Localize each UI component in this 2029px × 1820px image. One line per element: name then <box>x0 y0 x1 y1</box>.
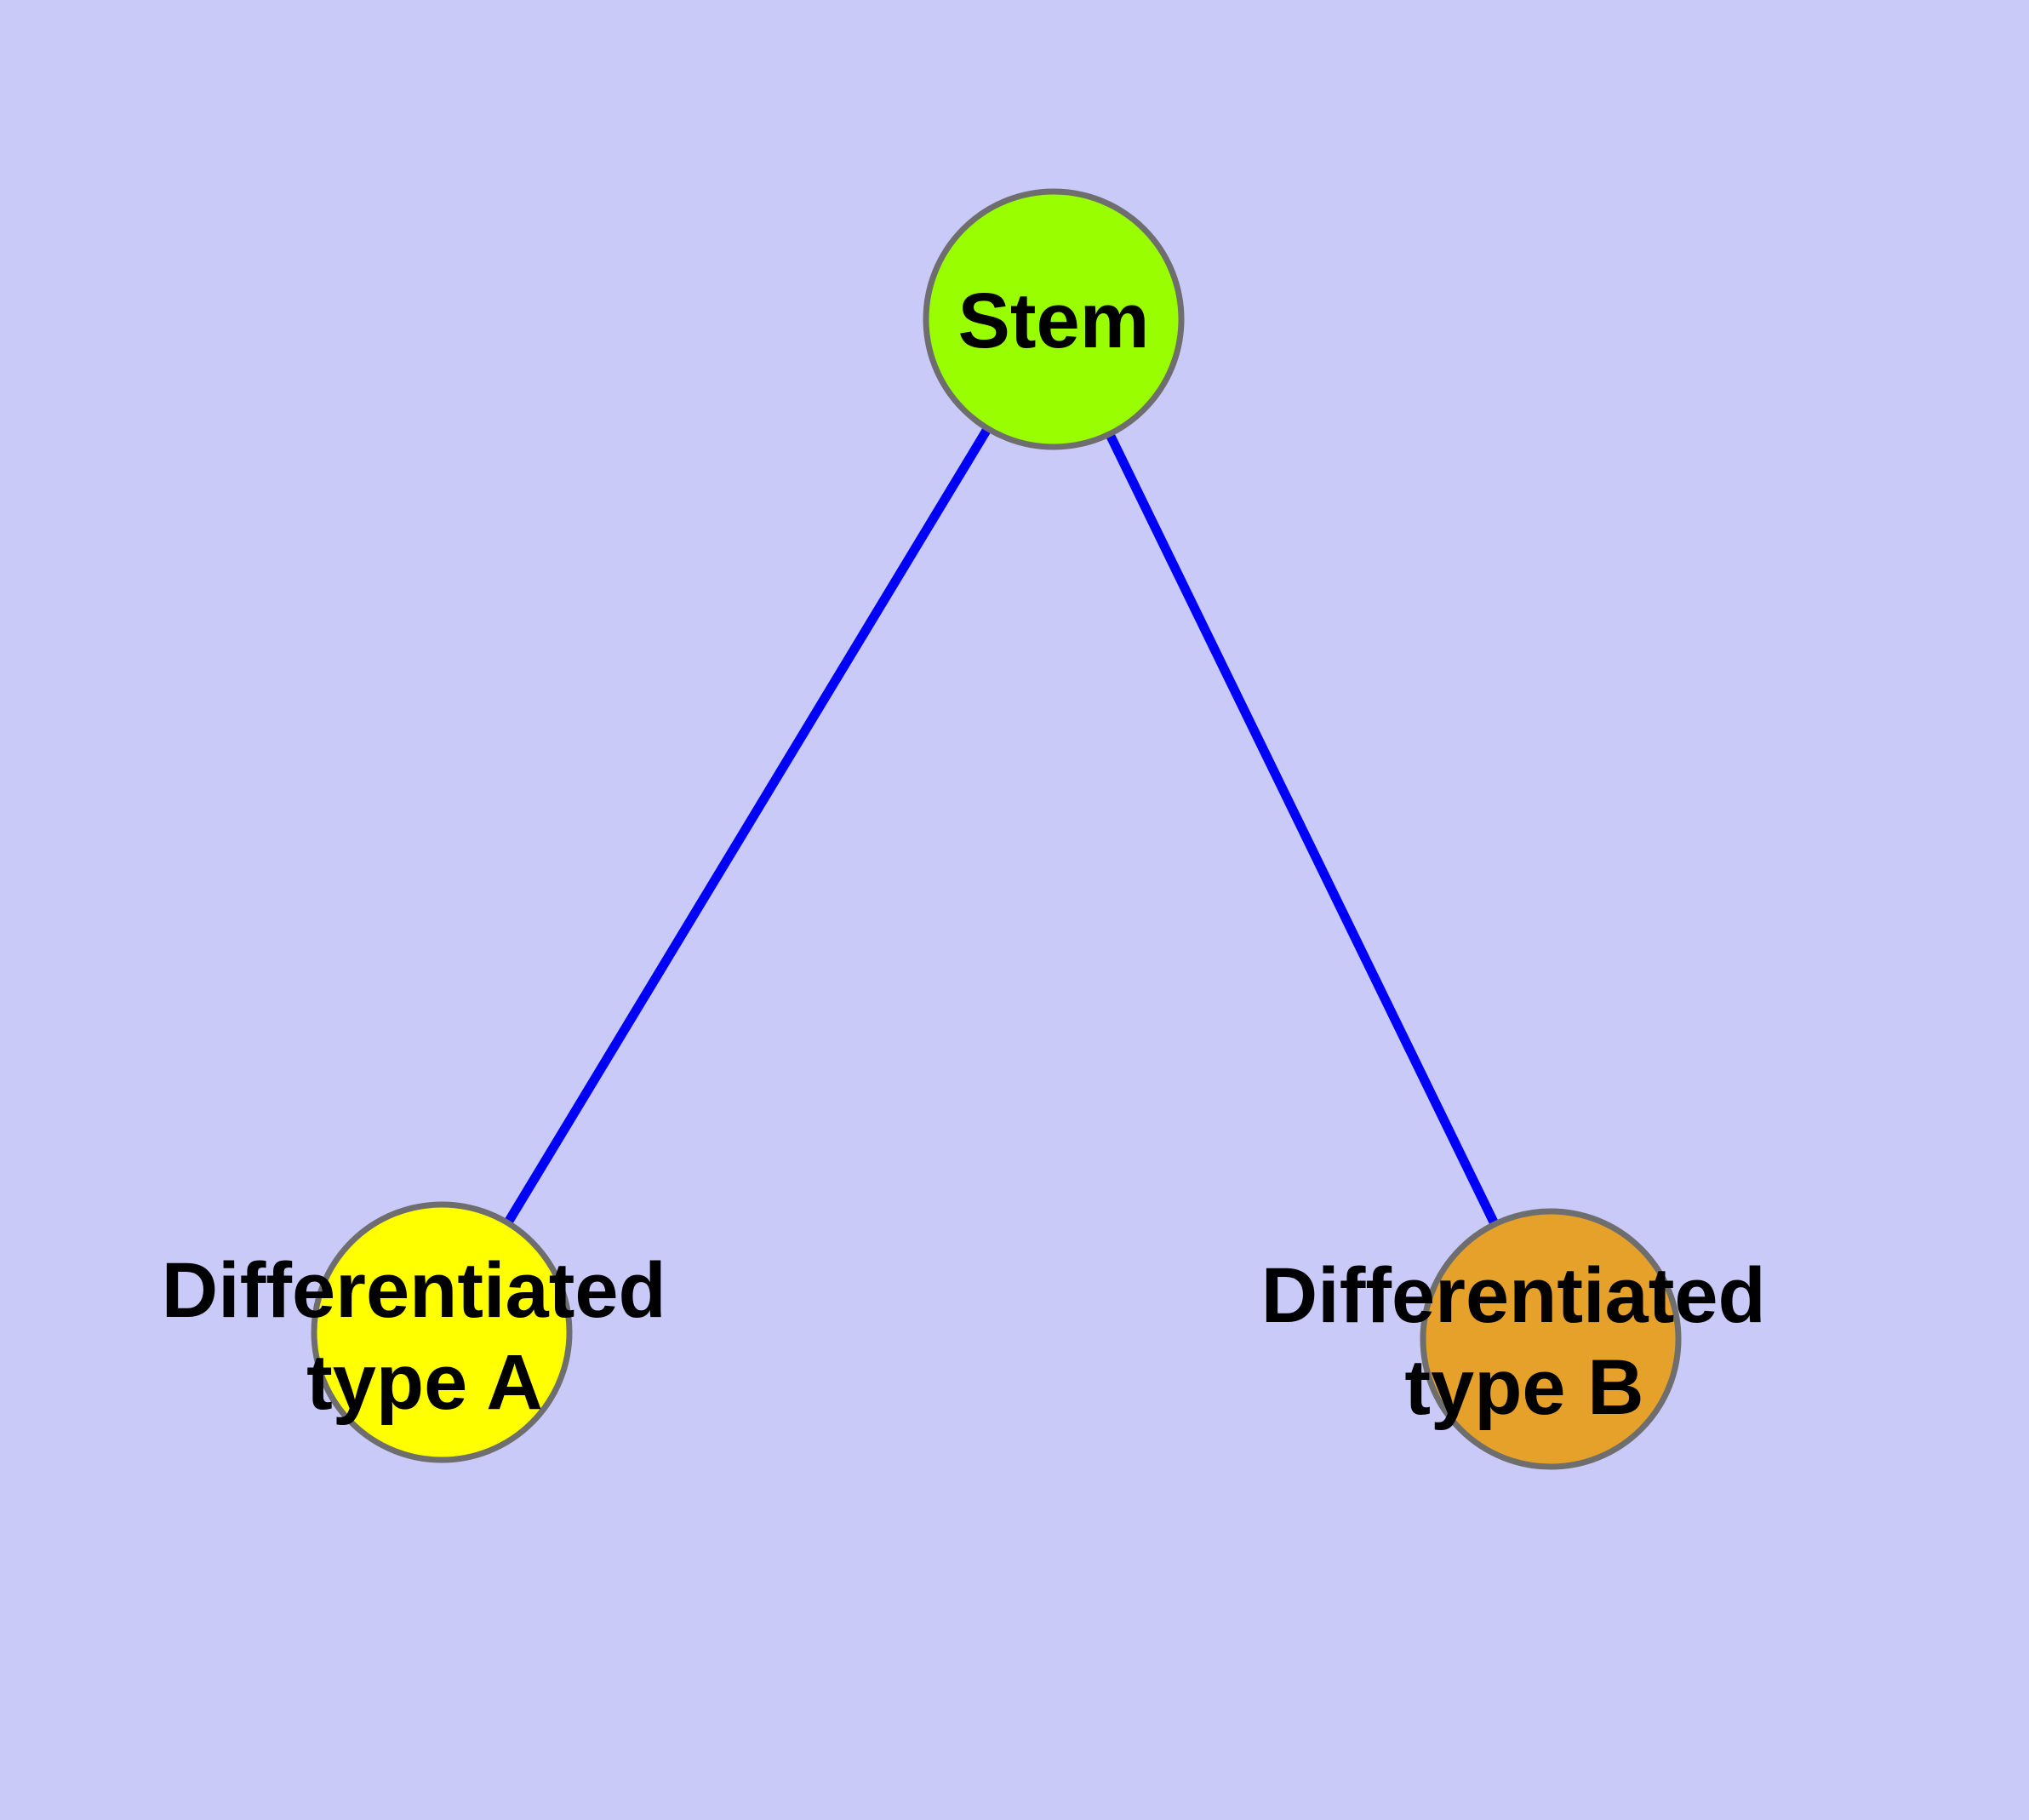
node-type-a-label-line1: Differentiated <box>162 1247 666 1334</box>
node-type-a-circle <box>311 1201 573 1463</box>
node-type-b-circle <box>1420 1208 1682 1470</box>
edge-stem-to-type-a <box>437 317 1058 1335</box>
node-differentiated-type-b: Differentiated type B <box>1261 1208 1788 1470</box>
edges <box>437 317 1555 1342</box>
node-stem: Stem <box>923 188 1185 450</box>
node-type-b-label-line1: Differentiated <box>1261 1252 1766 1339</box>
node-differentiated-type-a: Differentiated type A <box>162 1201 689 1463</box>
node-stem-label: Stem <box>958 278 1150 364</box>
edge-stem-to-type-b <box>1049 317 1555 1342</box>
node-type-a-label-line2: type A <box>306 1339 543 1426</box>
node-stem-circle <box>923 188 1185 450</box>
node-type-b-label-line2: type B <box>1404 1344 1643 1431</box>
node-type-a-label: Differentiated type A <box>162 1247 689 1426</box>
node-type-b-label: Differentiated type B <box>1261 1252 1788 1431</box>
